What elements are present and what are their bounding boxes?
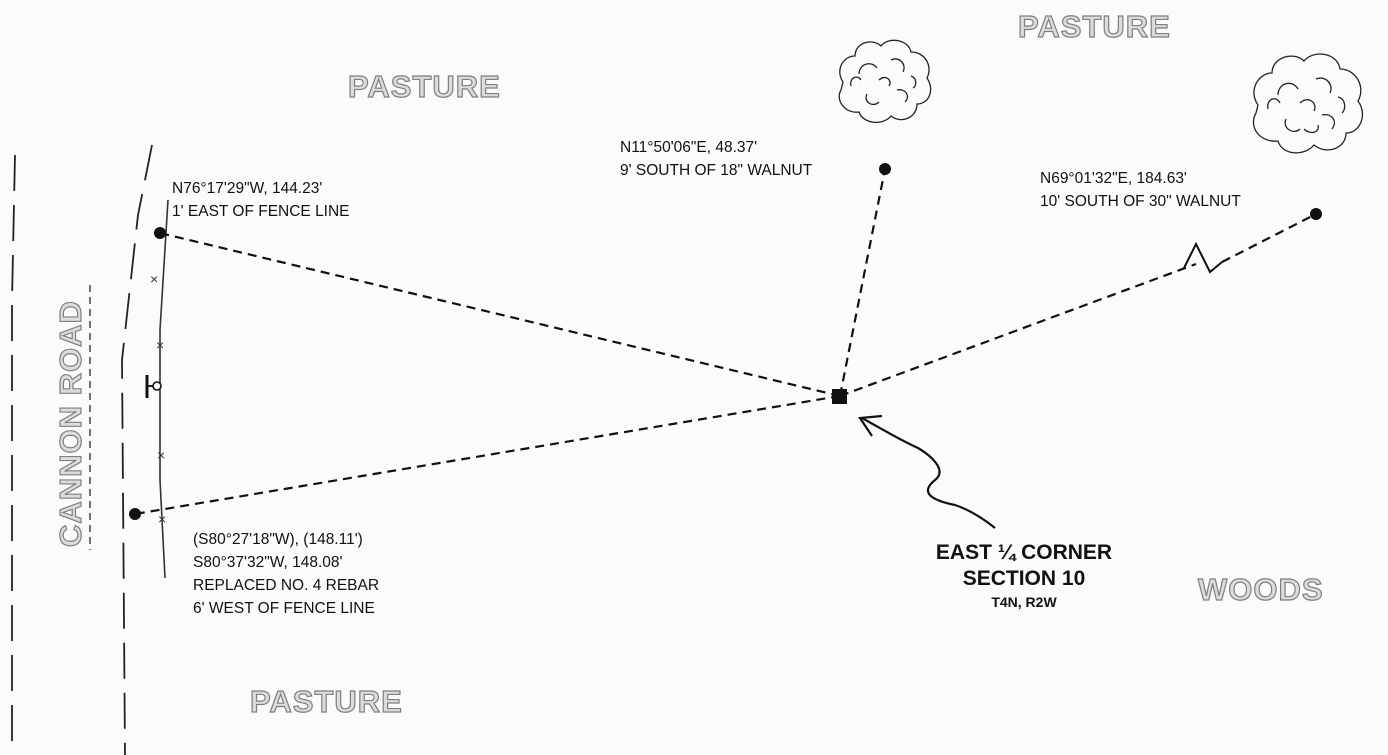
point-30-walnut	[1310, 208, 1322, 220]
road-west-edge	[11, 154, 16, 755]
point-fence-east	[154, 227, 166, 239]
tie-line-30-walnut-end	[1221, 213, 1317, 263]
area-pasture-top-left: PASTURE	[348, 69, 501, 104]
road-east-edge	[121, 144, 153, 755]
tie-line-fence-east	[159, 231, 841, 398]
label-walnut18-bearing: N11°50'06"E, 48.37'	[620, 139, 757, 156]
tie-line-30-walnut	[839, 262, 1197, 398]
fence-x-mark: ×	[157, 447, 165, 463]
label-rebar-bearing: S80°37'32"W, 148.08'	[193, 554, 343, 571]
utility-pole-icon	[145, 375, 162, 398]
fence-x-mark: ×	[150, 271, 158, 287]
point-18-walnut	[879, 163, 891, 175]
label-fence-note: 1' EAST OF FENCE LINE	[172, 203, 350, 220]
area-woods: WOODS	[1198, 572, 1324, 607]
corner-monument	[832, 389, 847, 404]
tie-line-18-walnut	[838, 168, 887, 397]
tree-30-walnut-icon	[1252, 53, 1363, 154]
corner-section: SECTION 10	[963, 567, 1086, 590]
label-rebar-note1: REPLACED NO. 4 REBAR	[193, 577, 379, 594]
tie-line-rebar	[134, 394, 841, 516]
road-label: CANNON ROAD	[53, 300, 88, 547]
area-pasture-top-right: PASTURE	[1018, 9, 1171, 44]
label-walnut18-note: 9' SOUTH OF 18" WALNUT	[620, 162, 813, 179]
corner-title: EAST ¼ CORNER	[936, 541, 1112, 564]
corner-township-range: T4N, R2W	[991, 594, 1057, 610]
area-pasture-bottom: PASTURE	[250, 684, 403, 719]
fence-x-mark: ×	[158, 511, 166, 527]
label-walnut30-note: 10' SOUTH OF 30" WALNUT	[1040, 193, 1241, 210]
label-walnut30-bearing: N69°01'32"E, 184.63'	[1040, 170, 1187, 187]
corner-arrow-icon	[858, 414, 996, 529]
break-symbol	[1183, 241, 1223, 274]
label-rebar-note2: 6' WEST OF FENCE LINE	[193, 600, 375, 617]
label-rebar-record: (S80°27'18"W), (148.11')	[193, 531, 363, 548]
fence-line	[159, 199, 169, 579]
point-rebar	[129, 508, 141, 520]
label-fence-bearing: N76°17'29"W, 144.23'	[172, 180, 322, 197]
tree-18-walnut-icon	[838, 39, 932, 123]
fence-x-mark: ×	[156, 337, 164, 353]
